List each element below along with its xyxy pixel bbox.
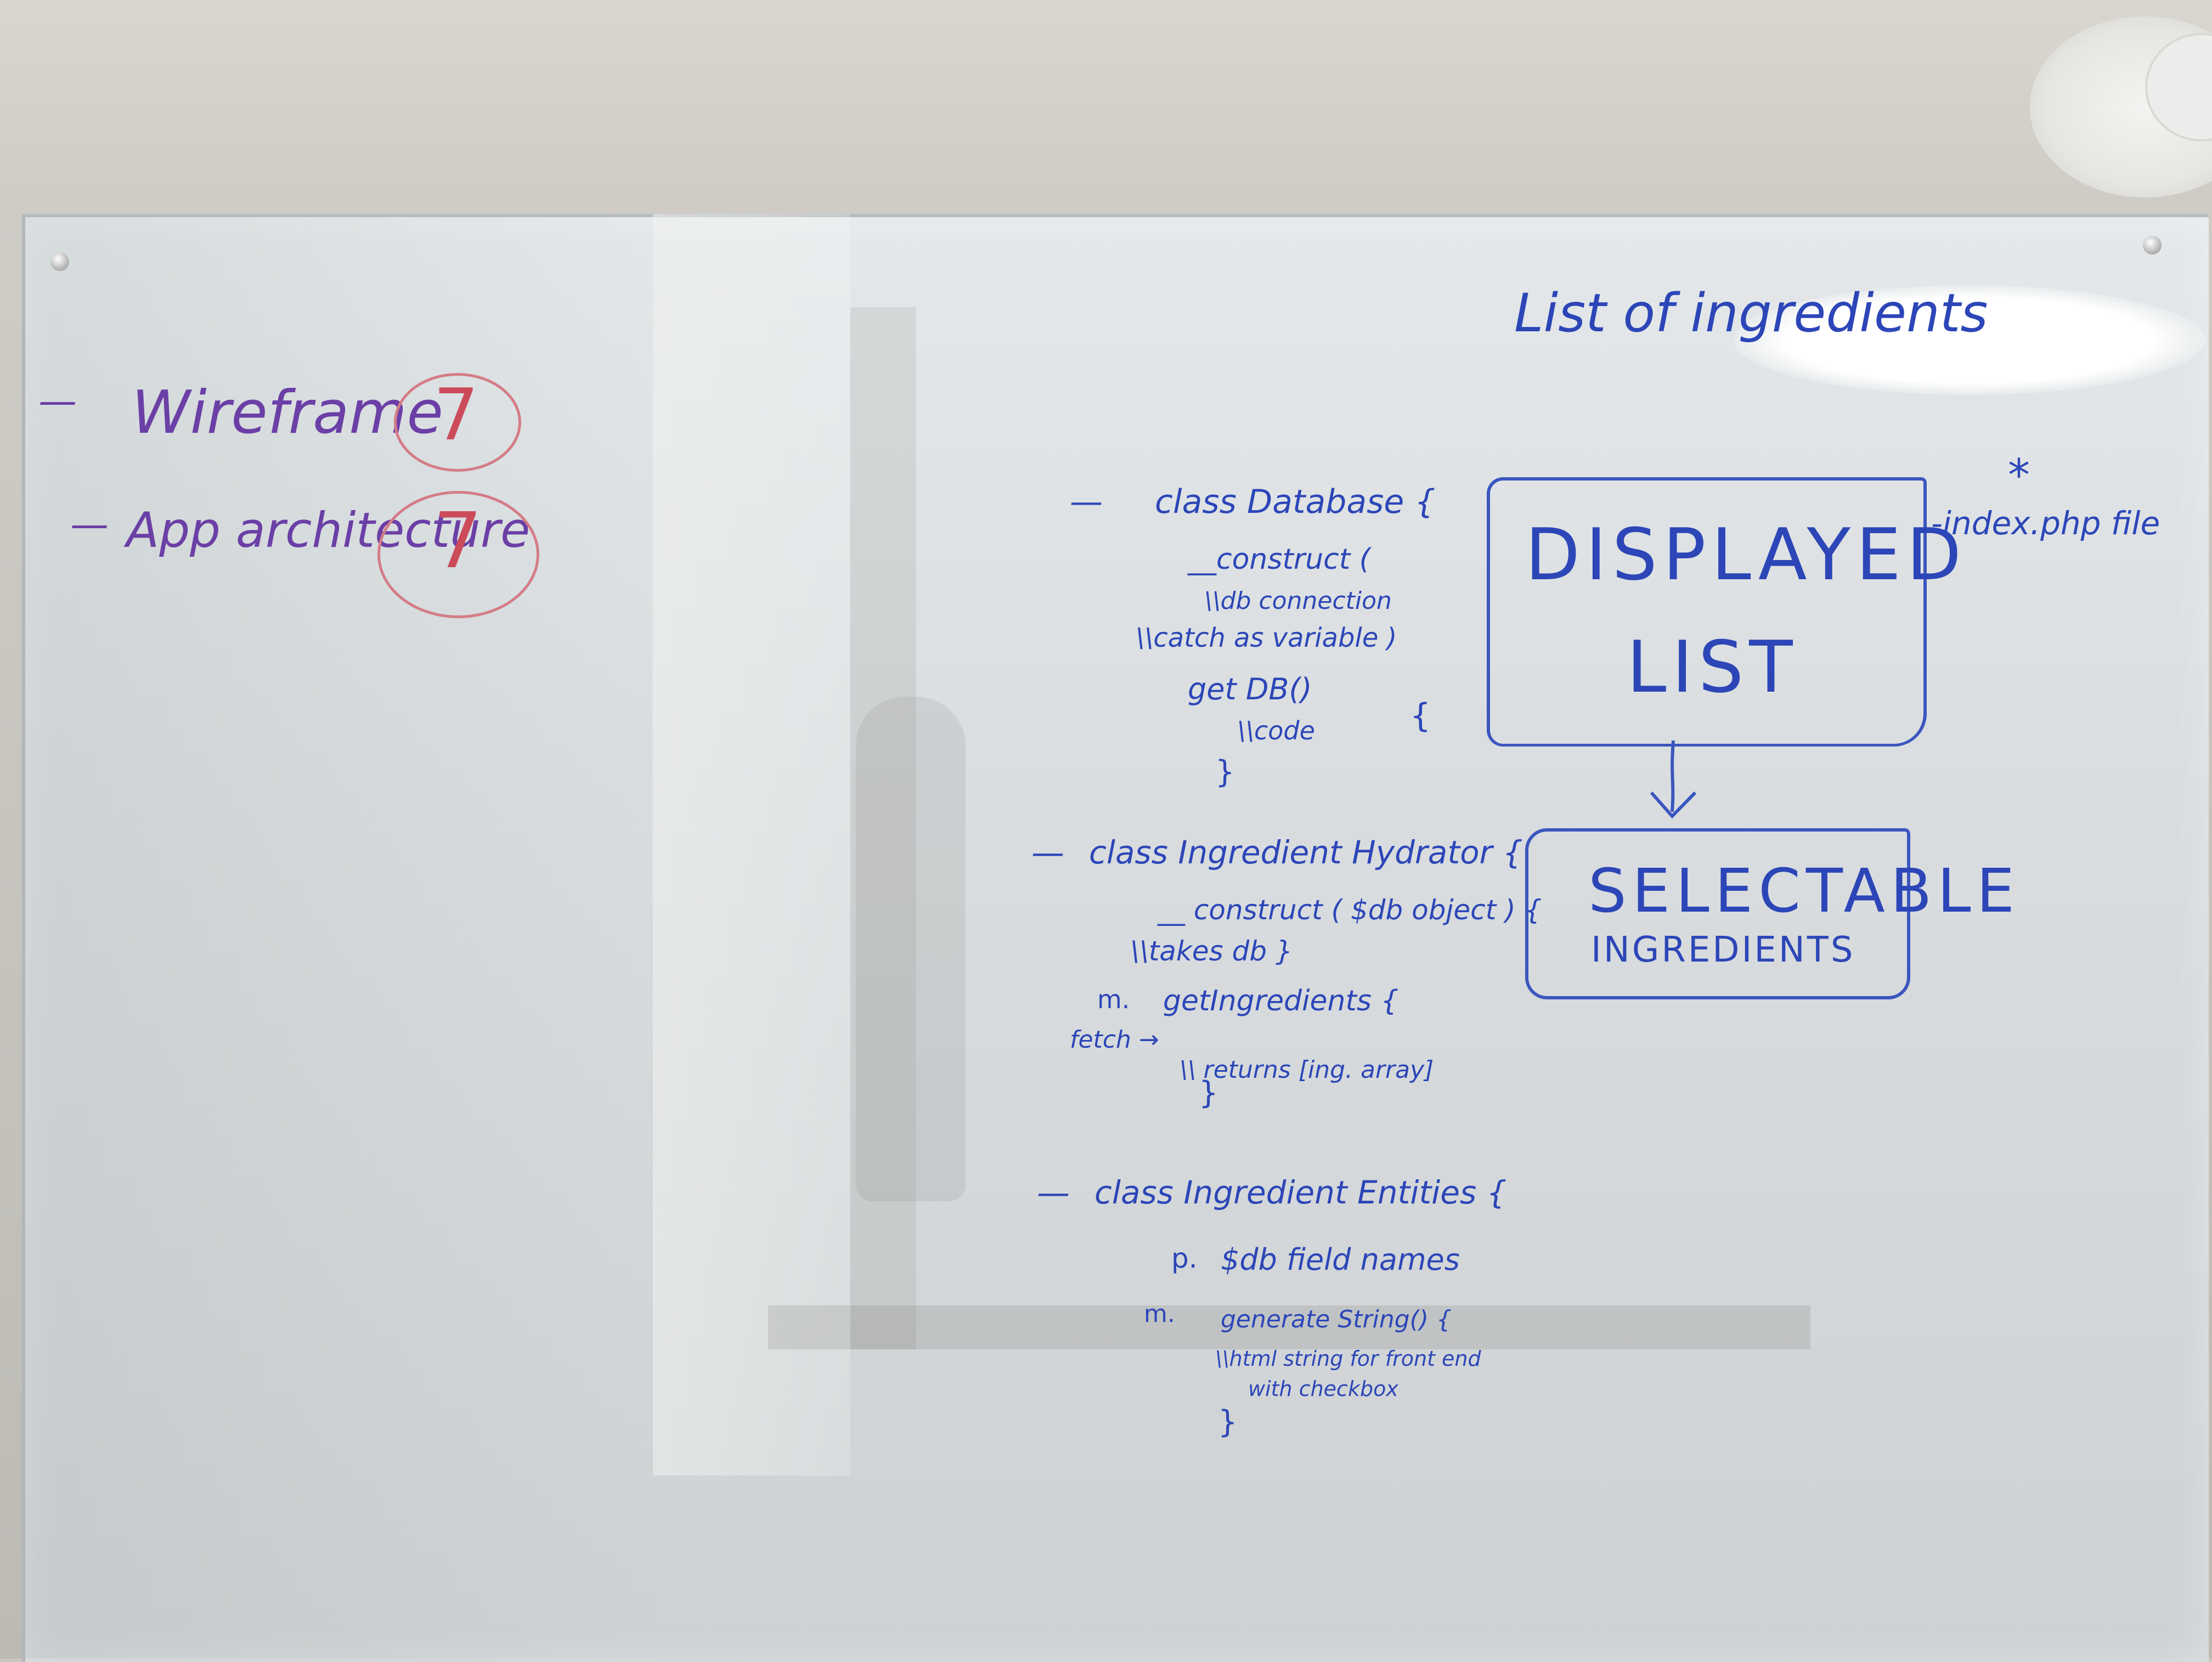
code-line: __ construct ( $db object ) { (1158, 894, 1542, 926)
star-note: * (2008, 450, 2030, 501)
wireframe-text: Wireframe (132, 378, 443, 447)
entities-bullet: — (1037, 1174, 1070, 1212)
displayed-label: DISPLAYED (1525, 513, 1967, 596)
ingredients-label: INGREDIENTS (1591, 930, 1855, 970)
score-circle (377, 491, 539, 618)
window-frame-reflection (850, 307, 916, 1349)
app-architecture-score: 7 (433, 496, 483, 586)
code-line: class Ingredient Entities { (1094, 1174, 1507, 1211)
code-comment: \\catch as variable ) (1136, 623, 1397, 653)
list-bullet: — (70, 502, 109, 547)
screw-top-left (50, 252, 69, 271)
code-line: class Ingredient Hydrator { (1089, 834, 1523, 871)
code-comment: with checkbox (1248, 1377, 1398, 1401)
code-line: getIngredients { (1163, 985, 1399, 1017)
selectable-ingredients-box (1525, 828, 1910, 999)
person-reflection (856, 697, 966, 1201)
code-comment: \\ returns [ing. array] (1180, 1056, 1434, 1084)
code-line: class Database { (1155, 483, 1436, 521)
property-marker: p. (1171, 1242, 1198, 1274)
code-brace: } (1218, 1404, 1238, 1440)
table-reflection (768, 1305, 1810, 1349)
method-marker: m. (1097, 985, 1130, 1014)
code-line: generate String() { (1221, 1305, 1452, 1333)
code-line: __construct ( (1188, 543, 1370, 576)
code-comment: \\html string for front end (1215, 1347, 1481, 1371)
list-bullet: — (38, 378, 77, 423)
light-glare (1734, 285, 2205, 395)
wireframe-score: 7 (433, 373, 479, 456)
code-line: $db field names (1221, 1242, 1460, 1277)
database-bullet: — (1070, 483, 1103, 521)
code-comment: \\takes db } (1130, 935, 1293, 967)
index-php-note: -index.php file (1931, 505, 2160, 542)
selectable-label: SELECTABLE (1588, 856, 2021, 926)
list-of-ingredients-heading: List of ingredients (1514, 282, 1988, 344)
window-reflection (653, 214, 850, 1476)
code-comment: \\code (1237, 716, 1315, 745)
code-comment: \\db connection (1204, 587, 1392, 615)
score-circle (394, 373, 521, 472)
board-reflection-left (22, 214, 653, 1659)
hydrator-bullet: — (1031, 834, 1064, 872)
code-line: get DB() (1188, 672, 1312, 706)
code-brace: } (1215, 754, 1235, 790)
code-comment: fetch → (1070, 1026, 1159, 1054)
method-marker: m. (1144, 1300, 1175, 1328)
code-brace: } (1199, 1075, 1218, 1111)
screw-top-right (2143, 236, 2162, 255)
displayed-list-box (1487, 477, 1927, 747)
list-label: LIST (1627, 625, 1798, 709)
whiteboard (22, 214, 2209, 1662)
code-brace: { (1410, 697, 1431, 735)
